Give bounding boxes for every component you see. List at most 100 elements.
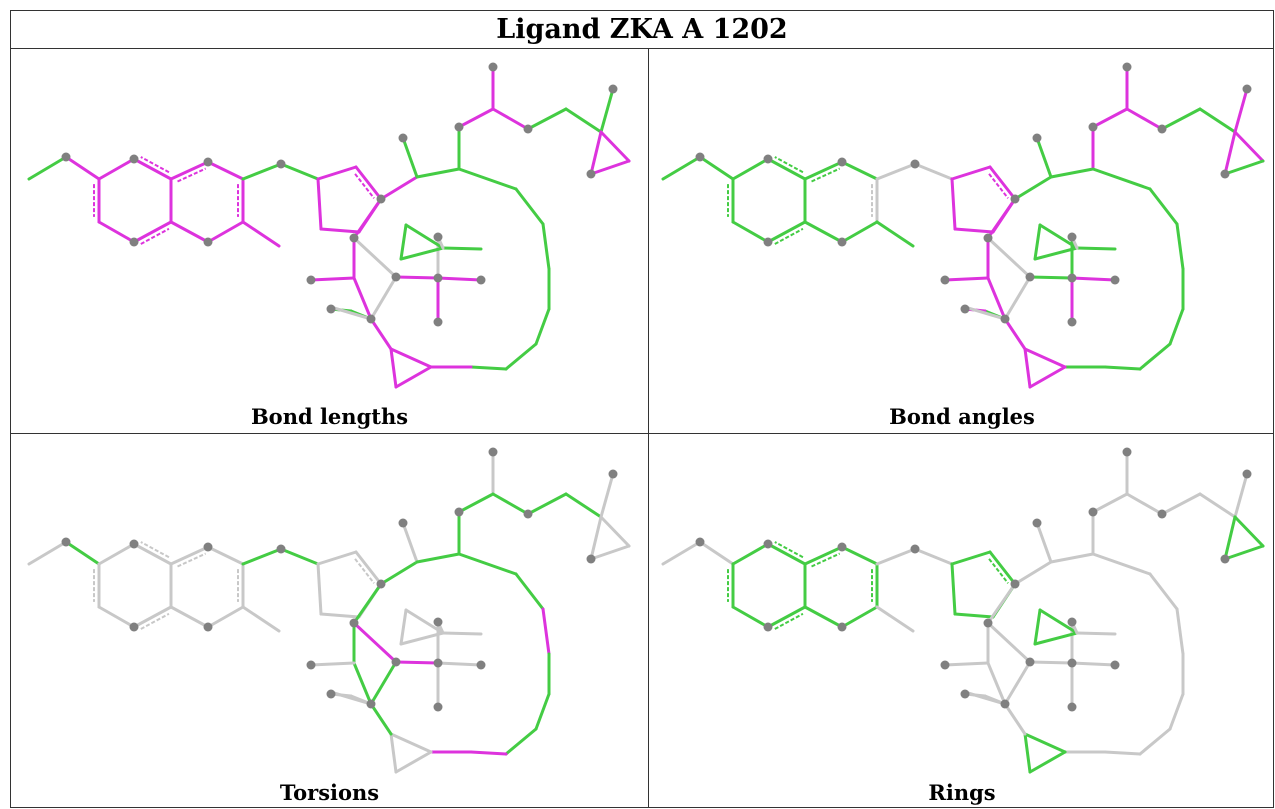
panel-bond-lengths: Bond lengths [11, 49, 648, 433]
bond-q1-r11 [369, 660, 398, 706]
bond-r5-r6 [1138, 342, 1172, 371]
bond-m1-o1 [661, 540, 702, 566]
bond-l9-l10 [599, 472, 615, 519]
panel-torsions: Torsions [11, 434, 648, 809]
bond-t3-t4 [1075, 631, 1117, 636]
molecule-bond-lengths [27, 62, 631, 389]
bond-l9-l10 [1233, 87, 1249, 134]
bond-r5-r6 [1138, 727, 1172, 756]
bond-l12-l9 [589, 130, 603, 176]
bond-l9-l11 [599, 515, 631, 548]
atom-r11 [366, 314, 376, 324]
bond-a6-a1 [731, 157, 770, 181]
double-bond-a3-a4 [140, 612, 170, 630]
bond-a3-a4 [766, 220, 807, 244]
validation-table: Ligand ZKA A 1202 Bond lengths Bond angl… [10, 10, 1274, 808]
bond-t1-t2 [1033, 608, 1042, 646]
double-bond-f2-f3 [354, 558, 375, 584]
bond-f2-f3 [988, 550, 1017, 586]
atom-o2 [276, 544, 286, 554]
bond-r13-f3 [986, 582, 1017, 625]
bond-r4-r5 [1168, 307, 1185, 346]
bond-r11-nl4 [966, 306, 1007, 321]
bond-r4-r5 [534, 307, 551, 346]
bond-r1-r2 [1148, 187, 1179, 226]
double-bond-a5-b3 [811, 167, 841, 183]
bond-o2-f1 [913, 162, 954, 181]
bond-l5-l7 [491, 492, 530, 516]
bond-r10-r8 [389, 732, 433, 754]
bond-q1-r11 [1003, 275, 1032, 321]
atom-o1 [695, 152, 705, 162]
atom-q5 [433, 617, 443, 627]
bond-l3-r1 [457, 167, 518, 191]
bond-l8-l9 [564, 107, 603, 134]
atom-l2 [1032, 518, 1042, 528]
bond-q2-q3 [1070, 276, 1117, 282]
atom-l7 [1157, 124, 1167, 134]
atom-a6 [129, 154, 139, 164]
bond-t3-t4 [441, 631, 483, 636]
bond-l1-l2 [401, 521, 419, 564]
bond-b5-b6 [206, 605, 245, 629]
atom-q1 [391, 657, 401, 667]
atom-o2 [276, 159, 286, 169]
atom-l12 [1220, 169, 1230, 179]
atom-a6 [129, 539, 139, 549]
bond-r11-r12 [352, 276, 373, 321]
atom-q1 [1025, 272, 1035, 282]
atom-a3 [129, 622, 139, 632]
atom-q5 [1067, 617, 1077, 627]
bond-r10-r11 [369, 317, 393, 351]
atom-a3 [129, 237, 139, 247]
bond-o1-a1 [698, 155, 735, 181]
atom-b6 [837, 237, 847, 247]
bond-r2-r3 [541, 222, 551, 271]
bond-q1-q2 [394, 660, 440, 665]
atom-q3 [476, 275, 486, 285]
bond-t2-t3 [399, 246, 445, 261]
bond-b5-me [875, 220, 915, 248]
bond-t3-t4 [441, 246, 483, 251]
atom-nl3 [306, 275, 316, 285]
bond-t3-t1 [404, 608, 445, 635]
bond-l7-l8 [526, 107, 568, 131]
bond-f3-l1 [379, 560, 419, 586]
atom-l4 [1088, 507, 1098, 517]
bond-q1-q2 [1028, 275, 1074, 280]
bond-b6-a4 [169, 605, 210, 629]
double-bond-f2-f3 [988, 558, 1009, 584]
bond-l9-l11 [599, 130, 631, 163]
bond-f4-f5 [953, 612, 995, 619]
atom-b3 [837, 157, 847, 167]
bond-l11-l12 [589, 544, 631, 561]
bond-l5-l7 [1125, 107, 1164, 131]
caption-bond-lengths: Bond lengths [250, 404, 409, 429]
bond-f5-f1 [316, 562, 323, 616]
bond-r10-r11 [369, 702, 393, 736]
molecule-rings [661, 447, 1265, 774]
bond-b6-a4 [803, 605, 844, 629]
double-bond-f2-f3 [354, 173, 375, 199]
atom-l12 [586, 169, 596, 179]
bond-r13-q1 [986, 236, 1032, 279]
bond-l5-l7 [1125, 492, 1164, 516]
bond-a5-a6 [132, 157, 173, 181]
atom-a6 [763, 539, 773, 549]
double-bond-a3-a4 [774, 612, 804, 630]
bond-t1-t2 [399, 223, 408, 261]
double-bond-a5-b3 [811, 552, 841, 568]
bond-r9-r10 [1023, 732, 1032, 774]
atom-nl2 [960, 689, 970, 699]
bond-r12-nl3 [943, 661, 990, 667]
bond-f3-l1 [1013, 175, 1053, 201]
atom-l4 [454, 507, 464, 517]
bond-r11-r12 [986, 661, 1007, 706]
bond-t1-t2 [1033, 223, 1042, 261]
atom-nl2 [326, 304, 336, 314]
bond-q1-r11 [1003, 660, 1032, 706]
atom-a3 [763, 622, 773, 632]
bond-l7-l8 [1160, 492, 1202, 516]
caption-bond-angles: Bond angles [889, 404, 1035, 429]
atom-r11 [366, 699, 376, 709]
